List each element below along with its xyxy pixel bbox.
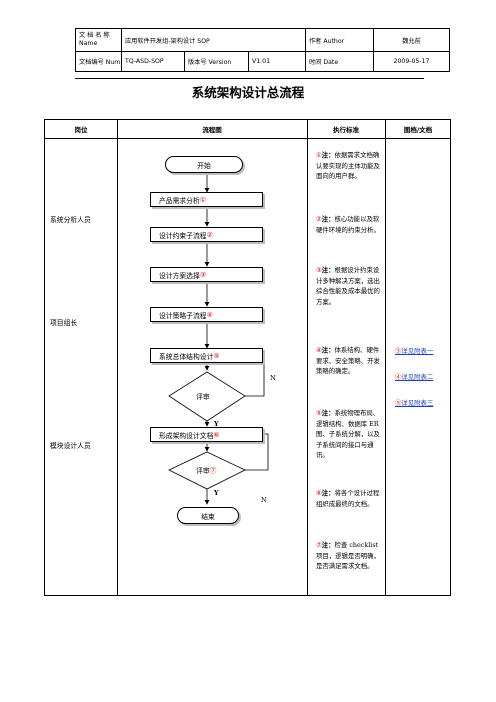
flow-review-1-yes: Y [214, 420, 219, 428]
flow-step-number: ④ [206, 310, 213, 319]
flow-review-1-label: 评审 [196, 393, 210, 401]
standard-number: ⑦ [316, 541, 322, 549]
flow-step-number: ⑤ [213, 351, 220, 360]
standard-text: 根据设计约束设计多种解决方案，选出综合性能及成本最优的方案。 [316, 266, 380, 306]
flow-end: 结束 [177, 507, 239, 524]
ref-link-appendix-3[interactable]: ⑤详见附表三 [395, 398, 433, 407]
standard-number: ③ [316, 266, 322, 274]
column-divider [385, 120, 386, 595]
date-value: 2009-05-17 [393, 58, 430, 65]
ref-text: 详见附表三 [401, 399, 434, 407]
date-label: 时间 Date [306, 52, 374, 71]
version-label: 版本号 Version [185, 52, 249, 71]
table-header-row [45, 120, 450, 139]
flow-review-1-no: N [270, 374, 276, 382]
standard-number: ⑤ [316, 409, 322, 417]
standard-text: 检查 checklist 项目，逻辑是否明确，是否满足需求文档。 [316, 541, 380, 571]
flow-review-2-yes: Y [214, 489, 219, 497]
doc-num: TQ-ASD-SOP [122, 52, 185, 71]
standard-item-3: ③注：根据设计约束设计多种解决方案，选出综合性能及成本最优的方案。 [316, 265, 380, 307]
standard-label: 注： [321, 151, 335, 159]
header-docs: 图档/文档 [403, 126, 433, 134]
page-title: 系统架构设计总流程 [191, 85, 305, 100]
standard-label: 注： [321, 409, 335, 417]
standard-label: 注： [321, 541, 335, 549]
standard-label: 注： [321, 215, 335, 223]
role-system-analyst: 系统分析人员 [50, 216, 91, 224]
flow-step-label: 设计方案选择 [159, 271, 200, 280]
flow-step-number: ① [199, 195, 206, 204]
column-divider [117, 120, 118, 595]
header-flow: 流程图 [202, 126, 222, 134]
standard-text: 体系结构、硬件要求、安全策略、开发策略的确定。 [316, 346, 380, 376]
version-value: V1.01 [249, 52, 306, 71]
ref-link-appendix-2[interactable]: ④详见附表二 [395, 372, 433, 381]
standard-label: 注： [321, 489, 335, 497]
ref-text: 详见附表一 [401, 347, 434, 355]
standard-item-6: ⑥注：将各个设计过程组织成最终的文档。 [316, 488, 380, 509]
ref-number: ⑤ [395, 399, 402, 407]
author-value: 魏允前 [374, 29, 449, 52]
header-standard: 执行标准 [333, 126, 359, 134]
ref-text: 详见附表二 [401, 373, 434, 381]
ref-number: ④ [395, 373, 402, 381]
flow-step-label: 设计约束子流程 [159, 231, 207, 240]
standard-number: ⑥ [316, 489, 322, 497]
flow-step-number: ② [206, 230, 213, 239]
standard-item-4: ④注：体系结构、硬件要求、安全策略、开发策略的确定。 [316, 345, 380, 377]
standard-text: 系统物理布局、逻辑结构、数据库 ER 图、子系统分解，以及子系统间的接口与通讯。 [316, 409, 380, 460]
header-role: 岗位 [74, 126, 88, 134]
header-rule [75, 78, 424, 79]
flow-review-2-label: 评审 [196, 467, 210, 475]
standard-label: 注： [321, 266, 335, 274]
column-divider [307, 120, 308, 595]
ref-link-appendix-1[interactable]: ③详见附表一 [395, 346, 433, 355]
standard-number: ④ [316, 346, 322, 354]
flow-review-2-no: N [261, 496, 267, 504]
standard-number: ① [316, 151, 322, 159]
flow-step-label: 形成架构设计文档 [159, 431, 214, 440]
standard-item-2: ②注：核心功能以及软硬件环境的约束分析。 [316, 214, 380, 235]
role-project-leader: 项目组长 [50, 319, 78, 327]
flow-review-2: 评审⑦ [196, 465, 216, 475]
author-label: 作者 Author [306, 29, 374, 52]
flow-step-number: ③ [199, 270, 206, 279]
ref-number: ③ [395, 347, 402, 355]
standard-number: ② [316, 215, 322, 223]
flow-step-label: 系统总体结构设计 [159, 352, 214, 361]
flow-step-label: 设计策略子流程 [159, 311, 207, 320]
standard-item-1: ①注：依据需求文档确认要实现的主体功能及面向的用户群。 [316, 150, 380, 182]
doc-num-label: 文档编号 Num [76, 52, 122, 71]
standard-text: 依据需求文档确认要实现的主体功能及面向的用户群。 [316, 151, 380, 181]
doc-name-label: 文 档 名 称 Name [76, 29, 122, 52]
flow-review-2-number: ⑦ [209, 467, 217, 475]
role-module-designer: 模块设计人员 [50, 442, 91, 450]
doc-name: 应用软件开发组-架构设计 SOP [122, 29, 306, 52]
standard-item-7: ⑦注：检查 checklist 项目，逻辑是否明确，是否满足需求文档。 [316, 540, 380, 572]
flow-step-number: ⑥ [213, 430, 220, 439]
flow-step-label: 产品需求分析 [159, 196, 200, 205]
standard-text: 将各个设计过程组织成最终的文档。 [316, 489, 380, 508]
process-table: 岗位 流程图 执行标准 图档/文档 [44, 119, 451, 596]
standard-item-5: ⑤注：系统物理布局、逻辑结构、数据库 ER 图、子系统分解，以及子系统间的接口与… [316, 408, 380, 461]
standard-text: 核心功能以及软硬件环境的约束分析。 [316, 215, 380, 234]
document-header-table: 文 档 名 称 Name 应用软件开发组-架构设计 SOP 作者 Author … [75, 28, 450, 72]
standard-label: 注： [321, 346, 335, 354]
flow-start: 开始 [165, 156, 243, 173]
